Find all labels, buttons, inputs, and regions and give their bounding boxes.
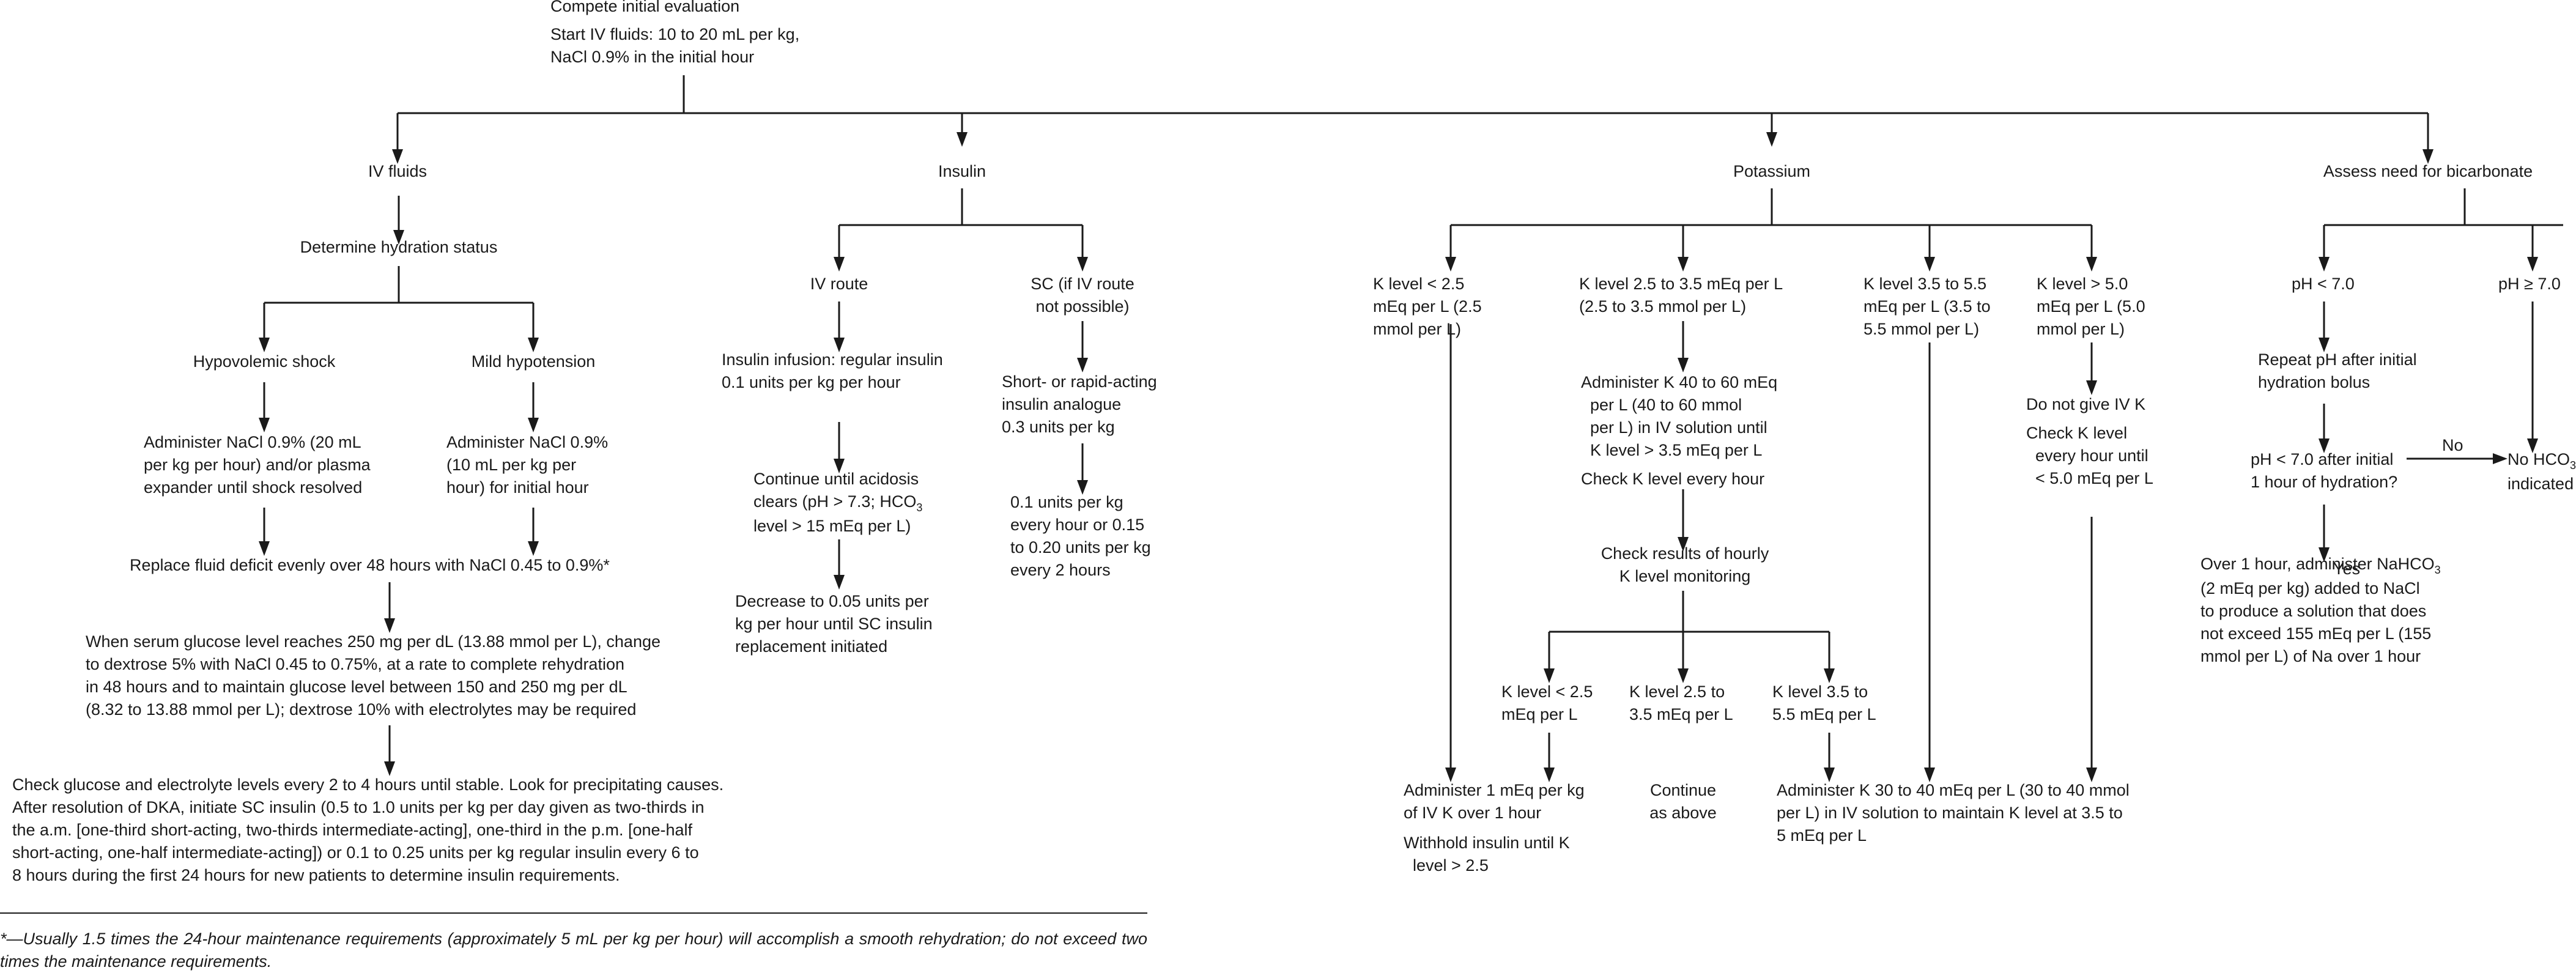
repeat-ph: Repeat pH after initial hydration bolus bbox=[2258, 350, 2417, 391]
glucose-reaches-250: When serum glucose level reaches 250 mg … bbox=[86, 632, 661, 719]
sc-insulin-analogue: Short- or rapid-acting insulin analogue … bbox=[1002, 372, 1157, 436]
no-hco3-indicated: No HCO3 indicated bbox=[2508, 450, 2576, 493]
footnote: *—Usually 1.5 times the 24-hour maintena… bbox=[0, 930, 1147, 971]
administer-nahco3: Over 1 hour, administer NaHCO3 (2 mEq pe… bbox=[2200, 555, 2441, 665]
continue-as-above: Continue as above bbox=[1649, 781, 1717, 822]
continue-until-acidosis: Continue until acidosis clears (pH > 7.3… bbox=[753, 470, 923, 535]
k-level-lt-2-5: K level < 2.5 mEq per L (2.5 mmol per L) bbox=[1373, 275, 1482, 338]
branch-iv-fluids: IV fluids bbox=[368, 162, 427, 180]
sc-route: SC (if IV route not possible) bbox=[1031, 275, 1134, 316]
determine-hydration-status: Determine hydration status bbox=[300, 238, 498, 256]
start-evaluation: Compete initial evaluation bbox=[550, 0, 740, 15]
k-level-3-5-to-5-5: K level 3.5 to 5.5 mEq per L (3.5 to 5.5… bbox=[1864, 275, 1991, 338]
sub-k-lt-2-5: K level < 2.5 mEq per L bbox=[1501, 683, 1593, 723]
mild-hypotension: Mild hypotension bbox=[471, 352, 596, 371]
replace-fluid-deficit: Replace fluid deficit evenly over 48 hou… bbox=[130, 556, 610, 574]
start-nacl: NaCl 0.9% in the initial hour bbox=[550, 48, 755, 66]
branch-potassium: Potassium bbox=[1733, 162, 1811, 180]
plain-connectors bbox=[264, 75, 2563, 633]
decrease-insulin: Decrease to 0.05 units per kg per hour u… bbox=[735, 592, 933, 656]
arrow-heads bbox=[259, 132, 2538, 782]
no-label: No bbox=[2442, 436, 2463, 454]
check-k-until-lt-5: Check K level every hour until < 5.0 mEq… bbox=[2026, 424, 2153, 487]
shock-action: Administer NaCl 0.9% (20 mL per kg per h… bbox=[144, 433, 371, 497]
start-iv-fluids: Start IV fluids: 10 to 20 mL per kg, bbox=[550, 25, 800, 43]
hypovolemic-shock: Hypovolemic shock bbox=[193, 352, 336, 371]
arrow-shafts bbox=[263, 113, 2534, 768]
sub-k-3-5-to-5-5: K level 3.5 to 5.5 mEq per L bbox=[1772, 683, 1876, 723]
ph-lt-7: pH < 7.0 bbox=[2292, 275, 2355, 293]
sc-insulin-followup: 0.1 units per kg every hour or 0.15 to 0… bbox=[1010, 493, 1151, 579]
administer-k-40-60: Administer K 40 to 60 mEq per L (40 to 6… bbox=[1581, 373, 1778, 459]
hypotension-action: Administer NaCl 0.9% (10 mL per kg per h… bbox=[446, 433, 609, 497]
iv-route: IV route bbox=[810, 275, 868, 293]
administer-k-30-40: Administer K 30 to 40 mEq per L (30 to 4… bbox=[1777, 781, 2130, 845]
ph-after-hydration-question: pH < 7.0 after initial 1 hour of hydrati… bbox=[2251, 450, 2398, 491]
ph-ge-7: pH ≥ 7.0 bbox=[2498, 275, 2561, 293]
withhold-insulin: Withhold insulin until K level > 2.5 bbox=[1404, 834, 1570, 875]
branch-bicarbonate: Assess need for bicarbonate bbox=[2323, 162, 2533, 180]
check-k-every-hour: Check K level every hour bbox=[1581, 470, 1765, 488]
k-level-2-5-to-3-5: K level 2.5 to 3.5 mEq per L (2.5 to 3.5… bbox=[1579, 275, 1783, 316]
administer-1-meq: Administer 1 mEq per kg of IV K over 1 h… bbox=[1404, 781, 1585, 822]
check-glucose-electrolytes: Check glucose and electrolyte levels eve… bbox=[12, 775, 724, 884]
branch-insulin: Insulin bbox=[938, 162, 986, 180]
do-not-give-iv-k: Do not give IV K bbox=[2026, 395, 2146, 413]
k-level-gt-5-0: K level > 5.0 mEq per L (5.0 mmol per L) bbox=[2037, 275, 2145, 338]
check-hourly-results: Check results of hourly K level monitori… bbox=[1601, 544, 1769, 585]
insulin-infusion: Insulin infusion: regular insulin 0.1 un… bbox=[722, 350, 943, 391]
yes-label: Yes bbox=[2333, 560, 2361, 578]
sub-k-2-5-to-3-5: K level 2.5 to 3.5 mEq per L bbox=[1629, 683, 1733, 723]
